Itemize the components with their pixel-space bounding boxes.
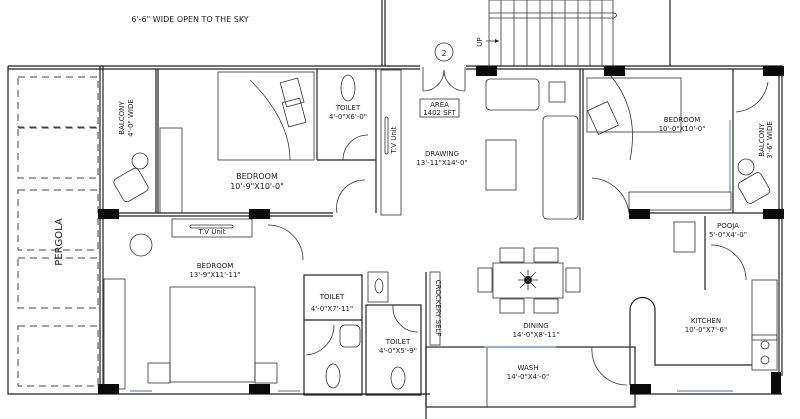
svg-text:4'-0"X6'-0": 4'-0"X6'-0" [329, 113, 367, 121]
svg-text:TOILET: TOILET [335, 104, 361, 112]
svg-text:4'-0"X7'-11": 4'-0"X7'-11" [311, 305, 353, 313]
svg-text:POOJA: POOJA [717, 222, 739, 230]
svg-text:DRAWING: DRAWING [425, 150, 459, 158]
room-kitchen: KITCHEN 10'-0"X7'-6" [629, 279, 782, 395]
room-balcony-right: BALCONY 3'-6" WIDE [729, 69, 774, 213]
svg-text:4'-0" WIDE: 4'-0" WIDE [127, 99, 135, 137]
svg-text:KITCHEN: KITCHEN [691, 317, 721, 325]
svg-text:13'-9"X11'-11": 13'-9"X11'-11" [189, 271, 240, 279]
room-toilet-small: TOILET 4'-0"X5'-9" [365, 271, 422, 396]
svg-text:BEDROOM: BEDROOM [236, 172, 278, 181]
svg-text:14'-0"X4'-0": 14'-0"X4'-0" [507, 373, 549, 381]
room-dining: DINING 14'-0"X8'-11" [477, 247, 581, 339]
svg-text:TOILET: TOILET [319, 293, 345, 301]
svg-text:TOILET: TOILET [385, 338, 411, 346]
svg-text:BALCONY: BALCONY [758, 123, 766, 157]
svg-text:BEDROOM: BEDROOM [197, 262, 234, 270]
entrance-door[interactable] [422, 67, 466, 92]
svg-text:BALCONY: BALCONY [118, 101, 126, 135]
room-bedroom-bottom-left: T.V Unit BEDROOM 13'-9"X11'-11" [100, 218, 430, 395]
svg-text:2: 2 [441, 49, 446, 58]
svg-text:DINING: DINING [523, 322, 548, 330]
structural-columns [98, 66, 784, 394]
svg-text:3'-6" WIDE: 3'-6" WIDE [766, 121, 774, 159]
svg-text:T.V Unit: T.V Unit [390, 126, 398, 154]
svg-text:13'-11"X14'-0": 13'-11"X14'-0" [416, 159, 467, 167]
svg-text:10'-0"X7'-6": 10'-0"X7'-6" [685, 326, 727, 334]
room-wash: WASH 14'-0"X4'-0" [425, 346, 636, 408]
svg-text:BEDROOM: BEDROOM [664, 116, 701, 124]
area-box: AREA 1402 SFT [419, 98, 460, 118]
staircase: UP [476, 0, 671, 67]
svg-text:T.V Unit: T.V Unit [198, 228, 226, 236]
room-bedroom-top-left: BEDROOM 10'-9"X10'-0" [100, 71, 366, 217]
svg-text:WASH: WASH [517, 364, 538, 372]
up-label: UP [476, 37, 484, 46]
svg-text:4'-0"X5'-9": 4'-0"X5'-9" [379, 347, 417, 355]
tv-unit-vertical: T.V Unit [380, 69, 402, 216]
entrance-marker: 2 [434, 42, 454, 62]
svg-text:1402 SFT: 1402 SFT [423, 109, 456, 117]
svg-text:CROCKERY SELF: CROCKERY SELF [434, 280, 442, 337]
open-sky-label: 6'-6" WIDE OPEN TO THE SKY [131, 15, 248, 24]
svg-text:AREA: AREA [430, 101, 449, 109]
svg-text:10'-0"X10'-0": 10'-0"X10'-0" [659, 125, 706, 133]
room-bedroom-right: BEDROOM 10'-0"X10'-0" [586, 74, 782, 214]
crockery-shelf: CROCKERY SELF [425, 271, 442, 419]
pergola: PERGOLA [17, 76, 99, 387]
room-drawing: DRAWING 13'-11"X14'-0" [416, 69, 630, 220]
svg-text:10'-9"X10'-0": 10'-9"X10'-0" [230, 182, 284, 191]
room-balcony-left: BALCONY 4'-0" WIDE [113, 69, 183, 214]
room-toilet-top: TOILET 4'-0"X6'-0" [316, 69, 377, 213]
room-pooja: POOJA 5'-0"X4'-0" [673, 216, 747, 290]
pergola-label: PERGOLA [54, 218, 65, 266]
svg-text:14'-0"X8'-11": 14'-0"X8'-11" [513, 331, 560, 339]
svg-text:5'-0"X4'-0": 5'-0"X4'-0" [709, 231, 747, 239]
room-toilet-mid: TOILET 4'-0"X7'-11" [303, 274, 363, 396]
